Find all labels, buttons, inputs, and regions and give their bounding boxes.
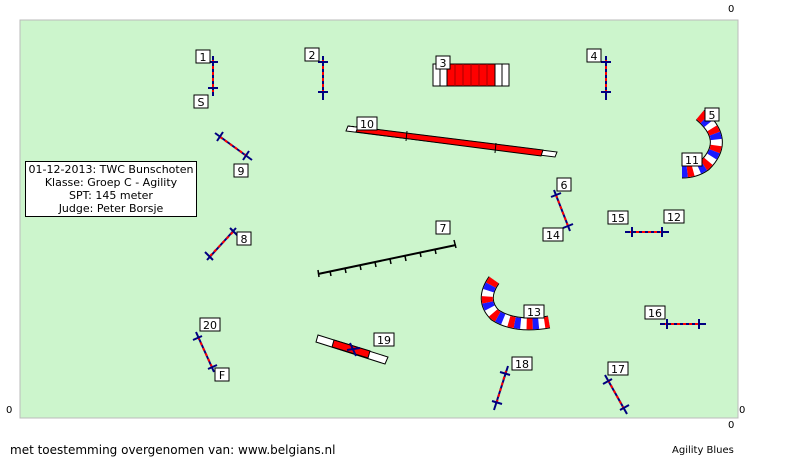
label-18: 18 [511,356,533,371]
label-1-text: 1 [200,51,207,64]
label-16: 16 [644,305,666,320]
label-s-text: S [198,96,205,109]
label-s: S [193,94,209,109]
course-info-date-club: 01-12-2013: TWC Bunschoten [28,163,194,176]
label-f: F [214,367,230,382]
jump-9 [214,131,253,161]
label-18-text: 18 [515,358,529,371]
label-19: 19 [373,332,395,347]
label-13-text: 13 [527,306,541,319]
label-16-text: 16 [648,307,662,320]
label-11: 11 [681,152,703,167]
obstacle-7 [317,239,457,278]
label-13: 13 [523,304,545,319]
label-12: 12 [663,209,685,224]
tunnel-5-11 [681,110,723,179]
label-17: 17 [607,361,629,376]
label-4-text: 4 [591,50,598,63]
label-10-text: 10 [360,118,374,131]
label-14: 14 [542,227,564,242]
jump-16 [660,319,706,329]
label-3-text: 3 [440,57,447,70]
jump-17 [602,374,630,415]
label-12-text: 12 [667,211,681,224]
label-4: 4 [586,48,602,63]
corner-label-bottom-right-outer: 0 [728,420,735,431]
jump-6-14 [550,189,574,232]
brand-text: Agility Blues [672,445,734,456]
label-9: 9 [233,163,249,178]
label-15-text: 15 [611,212,625,225]
label-7: 7 [435,220,451,235]
label-10: 10 [356,116,378,131]
jump-2 [318,56,328,100]
label-8: 8 [236,231,252,246]
jump-4 [601,56,611,100]
label-8-text: 8 [241,233,248,246]
label-20-text: 20 [203,319,217,332]
obstacle-19 [315,334,389,365]
label-17-text: 17 [611,363,625,376]
corner-label-bottom-left: 0 [6,405,13,416]
label-19-text: 19 [377,334,391,347]
label-6: 6 [556,177,572,192]
label-14-text: 14 [546,229,560,242]
label-2-text: 2 [309,49,316,62]
tunnel-13 [480,276,551,331]
label-5-text: 5 [709,109,716,122]
corner-label-top-right: 0 [728,4,735,15]
label-7-text: 7 [440,222,447,235]
label-1: 1 [195,49,211,64]
course-info-spt: SPT: 145 meter [69,189,153,202]
label-11-text: 11 [685,154,699,167]
course-info-class: Klasse: Groep C - Agility [44,176,178,189]
label-20: 20 [199,317,221,332]
label-f-text: F [219,369,225,382]
label-9-text: 9 [238,165,245,178]
course-info-box: 01-12-2013: TWC Bunschoten Klasse: Groep… [25,161,197,217]
jump-12-15 [625,227,669,237]
credit-text: met toestemming overgenomen van: www.bel… [10,443,336,457]
jump-18 [491,365,511,411]
label-5: 5 [704,107,720,122]
label-6-text: 6 [561,179,568,192]
label-15: 15 [607,210,629,225]
corner-label-bottom-right: 0 [739,405,746,416]
course-info-judge: Judge: Peter Borsje [58,202,164,215]
label-2: 2 [304,47,320,62]
jump-20 [192,331,218,373]
label-3: 3 [435,55,451,70]
